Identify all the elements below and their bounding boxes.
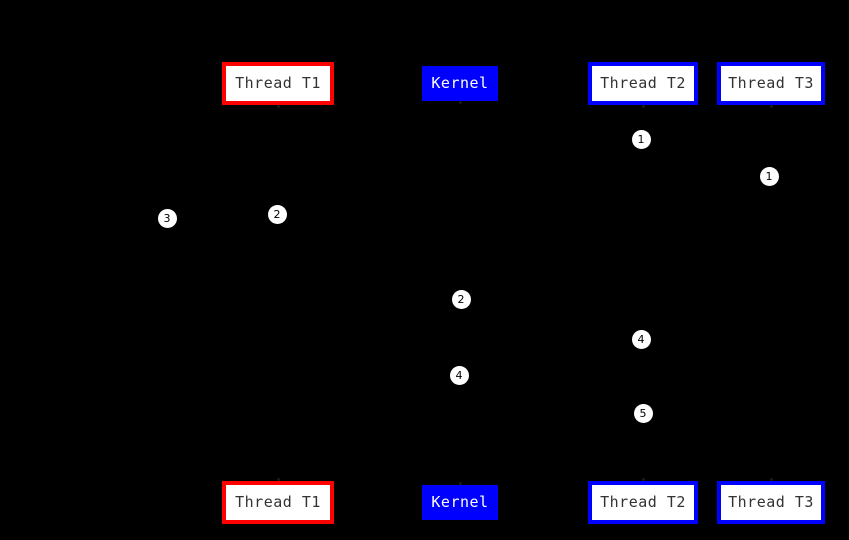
lifeline-anchor-icon xyxy=(459,482,462,485)
participant-box-t3: Thread T3 xyxy=(717,62,825,105)
step-marker-m-t2-4: 4 xyxy=(631,329,651,349)
lifeline-anchor-icon xyxy=(770,478,773,481)
step-marker-m-kernel-4: 4 xyxy=(449,365,469,385)
participant-label: Thread T1 xyxy=(235,493,321,511)
message-arrow-msg-1 xyxy=(460,147,643,148)
participant-label: Thread T1 xyxy=(235,74,321,92)
message-arrow-msg-4 xyxy=(278,250,460,251)
message-arrow-msg-3 xyxy=(160,223,278,224)
participant-box-t3b: Thread T3 xyxy=(717,481,825,524)
participant-box-t2b: Thread T2 xyxy=(588,481,698,524)
lifeline-ll-t1 xyxy=(278,105,279,481)
participant-label: Thread T3 xyxy=(728,493,814,511)
step-marker-m-t2-5: 5 xyxy=(633,403,653,423)
participant-box-t1b: Thread T1 xyxy=(222,481,334,524)
step-marker-m-t2-1: 1 xyxy=(631,129,651,149)
step-marker-m-kernel-2: 2 xyxy=(451,289,471,309)
participant-box-t1: Thread T1 xyxy=(222,62,334,105)
lifeline-anchor-icon xyxy=(770,105,773,108)
lifeline-anchor-icon xyxy=(642,478,645,481)
message-arrow-msg-8 xyxy=(643,423,771,424)
participant-box-t2: Thread T2 xyxy=(588,62,698,105)
participant-label: Kernel xyxy=(431,74,489,92)
step-marker-m-t1-2: 2 xyxy=(267,204,287,224)
message-arrow-msg-2 xyxy=(460,185,771,186)
step-marker-m-t3-1: 1 xyxy=(759,166,779,186)
participant-label: Thread T3 xyxy=(728,74,814,92)
message-arrow-msg-6 xyxy=(460,348,643,349)
participant-box-kernelb: Kernel xyxy=(422,485,498,520)
step-marker-m-left-3: 3 xyxy=(157,208,177,228)
lifeline-anchor-icon xyxy=(277,478,280,481)
participant-label: Thread T2 xyxy=(600,493,686,511)
participant-label: Thread T2 xyxy=(600,74,686,92)
lifeline-anchor-icon xyxy=(459,101,462,104)
lifeline-ll-t3 xyxy=(771,105,772,481)
participant-label: Kernel xyxy=(431,493,489,511)
message-arrow-msg-7 xyxy=(460,385,643,386)
lifeline-ll-t2 xyxy=(643,105,644,481)
message-arrow-msg-5 xyxy=(460,309,643,310)
participant-box-kernel: Kernel xyxy=(422,66,498,101)
lifeline-anchor-icon xyxy=(277,105,280,108)
lifeline-anchor-icon xyxy=(642,105,645,108)
